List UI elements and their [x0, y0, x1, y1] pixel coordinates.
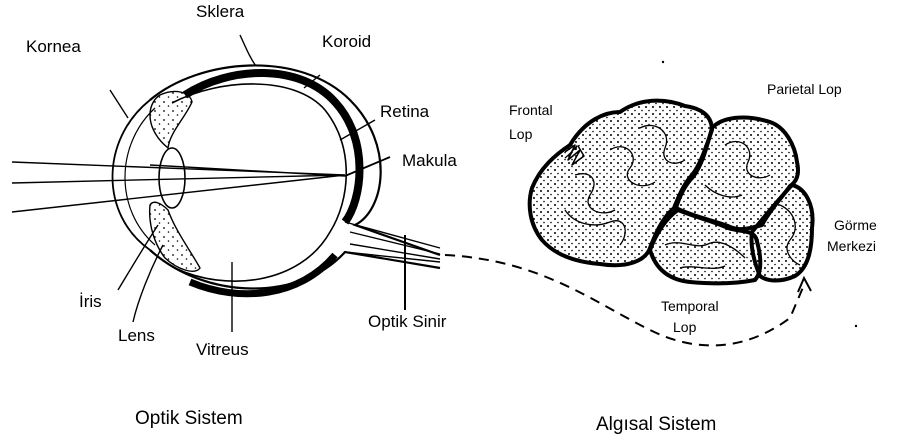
label-gorme-line2: Merkezi [827, 239, 876, 254]
label-frontal-line2: Lop [509, 127, 532, 142]
arrow-head [798, 278, 811, 292]
label-koroid: Koroid [322, 33, 371, 52]
makula-pointer [345, 157, 390, 176]
label-iris: İris [79, 293, 102, 312]
label-makula: Makula [402, 152, 457, 171]
label-vitreus: Vitreus [196, 341, 249, 360]
label-sklera: Sklera [196, 3, 244, 22]
caption-algisal-sistem: Algısal Sistem [596, 415, 716, 436]
label-temporal-line2: Lop [673, 320, 696, 335]
brain [530, 101, 813, 284]
label-lens: Lens [118, 327, 155, 346]
label-temporal-line1: Temporal [661, 299, 719, 314]
optic-nerve [345, 222, 440, 262]
lens [159, 148, 185, 208]
iris-upper [150, 91, 192, 148]
label-retina: Retina [380, 103, 429, 122]
label-optik-sinir: Optik Sinir [368, 313, 446, 332]
label-kornea: Kornea [26, 38, 81, 57]
cornea [113, 100, 151, 250]
iris-lower [150, 202, 200, 271]
caption-optik-sistem: Optik Sistem [135, 409, 243, 430]
label-frontal-line1: Frontal [509, 103, 553, 118]
choroid [185, 73, 360, 222]
retina-line [172, 84, 346, 281]
label-gorme-line1: Görme [834, 218, 877, 233]
label-parietal: Parietal Lop [767, 82, 842, 97]
